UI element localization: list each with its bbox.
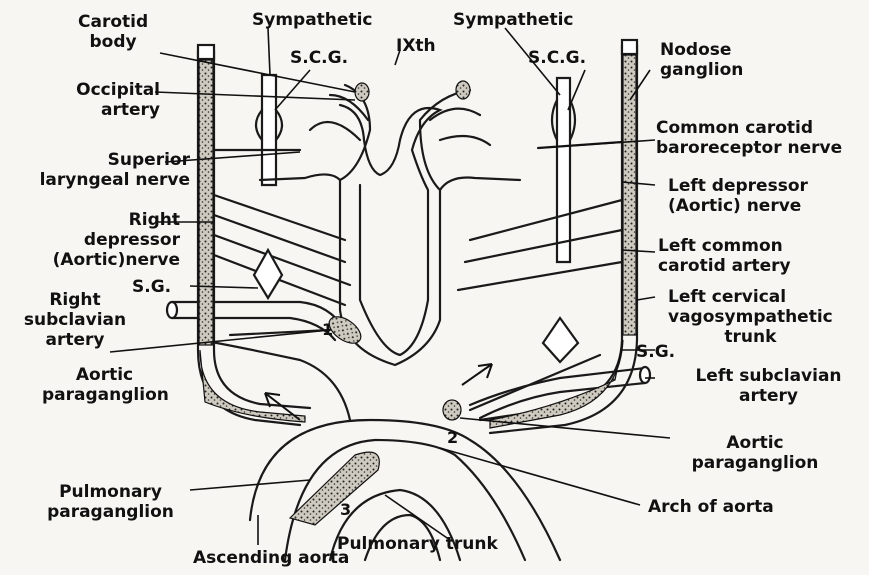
label-left-depressor-nerve: Left depressor (Aortic) nerve xyxy=(668,176,808,216)
left-nodose-ganglion xyxy=(622,40,637,54)
label-aortic-paraganglion-right: Aortic paraganglion xyxy=(42,365,167,405)
label-scg-right: S.C.G. xyxy=(528,48,586,68)
label-sg-right: S.G. xyxy=(132,277,171,297)
label-sympathetic-right: Sympathetic xyxy=(453,10,573,30)
label-sg-left: S.G. xyxy=(636,342,675,362)
label-left-common-carotid-artery: Left common carotid artery xyxy=(658,236,791,276)
label-num-1: 1 xyxy=(322,320,333,340)
label-scg-left: S.C.G. xyxy=(290,48,348,68)
label-sympathetic-left: Sympathetic xyxy=(252,10,372,30)
right-nodose-ganglion xyxy=(198,45,214,59)
label-right-subclavian-artery: Right subclavian artery xyxy=(20,290,130,350)
label-pulmonary-trunk: Pulmonary trunk xyxy=(337,534,498,554)
left-sympathetic-trunk xyxy=(557,78,570,262)
label-left-cervical-vagosympathetic-trunk: Left cervical vagosympathetic trunk xyxy=(668,287,833,347)
label-nodose-ganglion: Nodose ganglion xyxy=(660,40,743,80)
label-num-2: 2 xyxy=(447,428,458,448)
label-ixth: IXth xyxy=(396,36,436,56)
label-carotid-body: Carotid body xyxy=(78,12,148,52)
label-right-depressor-nerve: Right depressor (Aortic)nerve xyxy=(30,210,180,270)
label-num-3: 3 xyxy=(340,500,351,520)
label-superior-laryngeal-nerve: Superior laryngeal nerve xyxy=(10,150,190,190)
left-stellate-ganglion xyxy=(543,318,578,362)
label-common-carotid-baroreceptor-nerve: Common carotid baroreceptor nerve xyxy=(656,118,842,158)
left-vagus-texture xyxy=(623,55,636,335)
label-occipital-artery: Occipital artery xyxy=(50,80,160,120)
label-pulmonary-paraganglion: Pulmonary paraganglion xyxy=(28,482,193,522)
right-stellate-ganglion xyxy=(254,250,282,298)
label-arch-of-aorta: Arch of aorta xyxy=(648,497,774,517)
label-ascending-aorta: Ascending aorta xyxy=(193,548,349,568)
pulmonary-paraganglion xyxy=(290,452,379,525)
right-vagus-texture xyxy=(199,60,213,345)
left-aortic-paraganglion xyxy=(443,400,461,420)
label-aortic-paraganglion-left: Aortic paraganglion xyxy=(685,433,825,473)
label-left-subclavian-artery: Left subclavian artery xyxy=(676,366,861,406)
right-sympathetic-trunk xyxy=(262,75,276,185)
